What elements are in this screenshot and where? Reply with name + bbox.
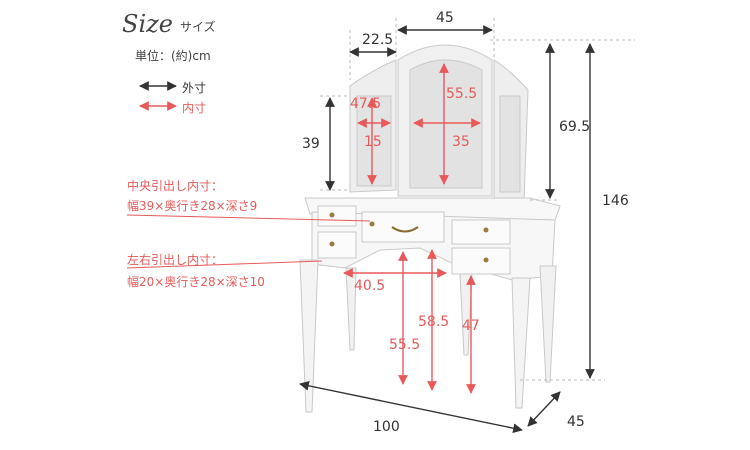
dim-arrow-100 — [299, 380, 523, 434]
dim-label-knee-height-center: 58.5 — [418, 314, 450, 330]
legend-outer-label: 外寸 — [182, 81, 207, 95]
dim-label-mirror-width: 45 — [436, 10, 454, 26]
dim-label-depth: 45 — [567, 414, 585, 430]
dim-label-mirror-total-height: 69.5 — [559, 119, 591, 135]
dim-label-side-mirror-width: 15 — [364, 134, 382, 150]
side-drawer-note-title: 左右引出し内寸： — [127, 253, 224, 267]
dim-label-knee-height-left: 55.5 — [389, 337, 421, 353]
unit-label: 単位：(約)cm — [135, 49, 211, 63]
dim-label-side-mirror-height: 47.5 — [350, 96, 382, 112]
side-drawer-note-dims: 幅20×奥行き28×深さ10 — [127, 275, 265, 289]
dim-label-side-width: 22.5 — [362, 32, 394, 48]
dim-label-total-height: 146 — [602, 193, 629, 209]
legend-inner-label: 内寸 — [182, 101, 207, 115]
dim-label-center-mirror-height: 55.5 — [446, 86, 478, 102]
center-drawer-note-dims: 幅39×奥行き28×深さ9 — [127, 199, 258, 213]
dim-label-mirror-from-top: 39 — [302, 136, 320, 152]
dim-label-width: 100 — [373, 419, 400, 435]
center-drawer-leader — [126, 214, 371, 222]
size-title: Size — [122, 10, 173, 38]
dim-label-center-mirror-width: 35 — [452, 134, 470, 150]
dim-arrow-45-depth — [527, 391, 561, 427]
size-subtitle: サイズ — [180, 20, 216, 34]
side-drawer-leader — [126, 260, 323, 269]
dim-label-knee-width: 40.5 — [354, 278, 386, 294]
drawer-handle — [391, 226, 419, 233]
dresser-drawing — [299, 44, 561, 413]
dim-label-knee-height-right: 47 — [462, 318, 480, 334]
center-drawer-note-title: 中央引出し内寸： — [127, 179, 224, 193]
drawer-knobs — [329, 212, 489, 263]
